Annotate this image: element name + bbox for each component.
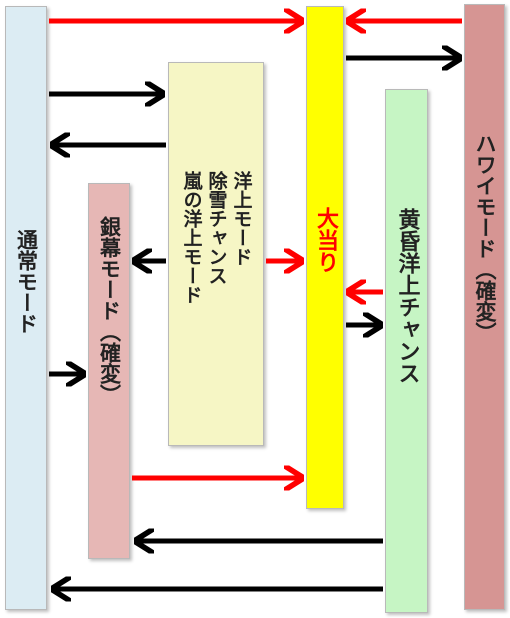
chance-mode-line-2: 除雪チャンス xyxy=(205,171,228,285)
chance-mode-line-1: 洋上モード xyxy=(230,171,253,266)
jackpot-box: 大当り xyxy=(306,6,344,509)
normal-mode-label: 通常モード xyxy=(14,229,39,334)
hawaii-mode-label: ハワイモード（確変） xyxy=(473,133,497,343)
chance-mode-labels: 洋上モード 除雪チャンス 嵐の洋上モード xyxy=(180,63,253,445)
ginmaku-mode-box: 銀幕モード（確変） xyxy=(88,183,130,559)
chance-mode-line-3: 嵐の洋上モード xyxy=(180,171,203,304)
ginmaku-mode-label: 銀幕モード（確変） xyxy=(97,216,122,405)
chance-mode-box: 洋上モード 除雪チャンス 嵐の洋上モード xyxy=(168,62,264,446)
twilight-mode-box: 黄昏洋上チャンス xyxy=(385,89,428,613)
jackpot-label: 大当り xyxy=(313,207,338,273)
hawaii-mode-box: ハワイモード（確変） xyxy=(464,4,505,610)
twilight-mode-label: 黄昏洋上チャンス xyxy=(394,208,420,384)
normal-mode-box: 通常モード xyxy=(5,6,47,610)
